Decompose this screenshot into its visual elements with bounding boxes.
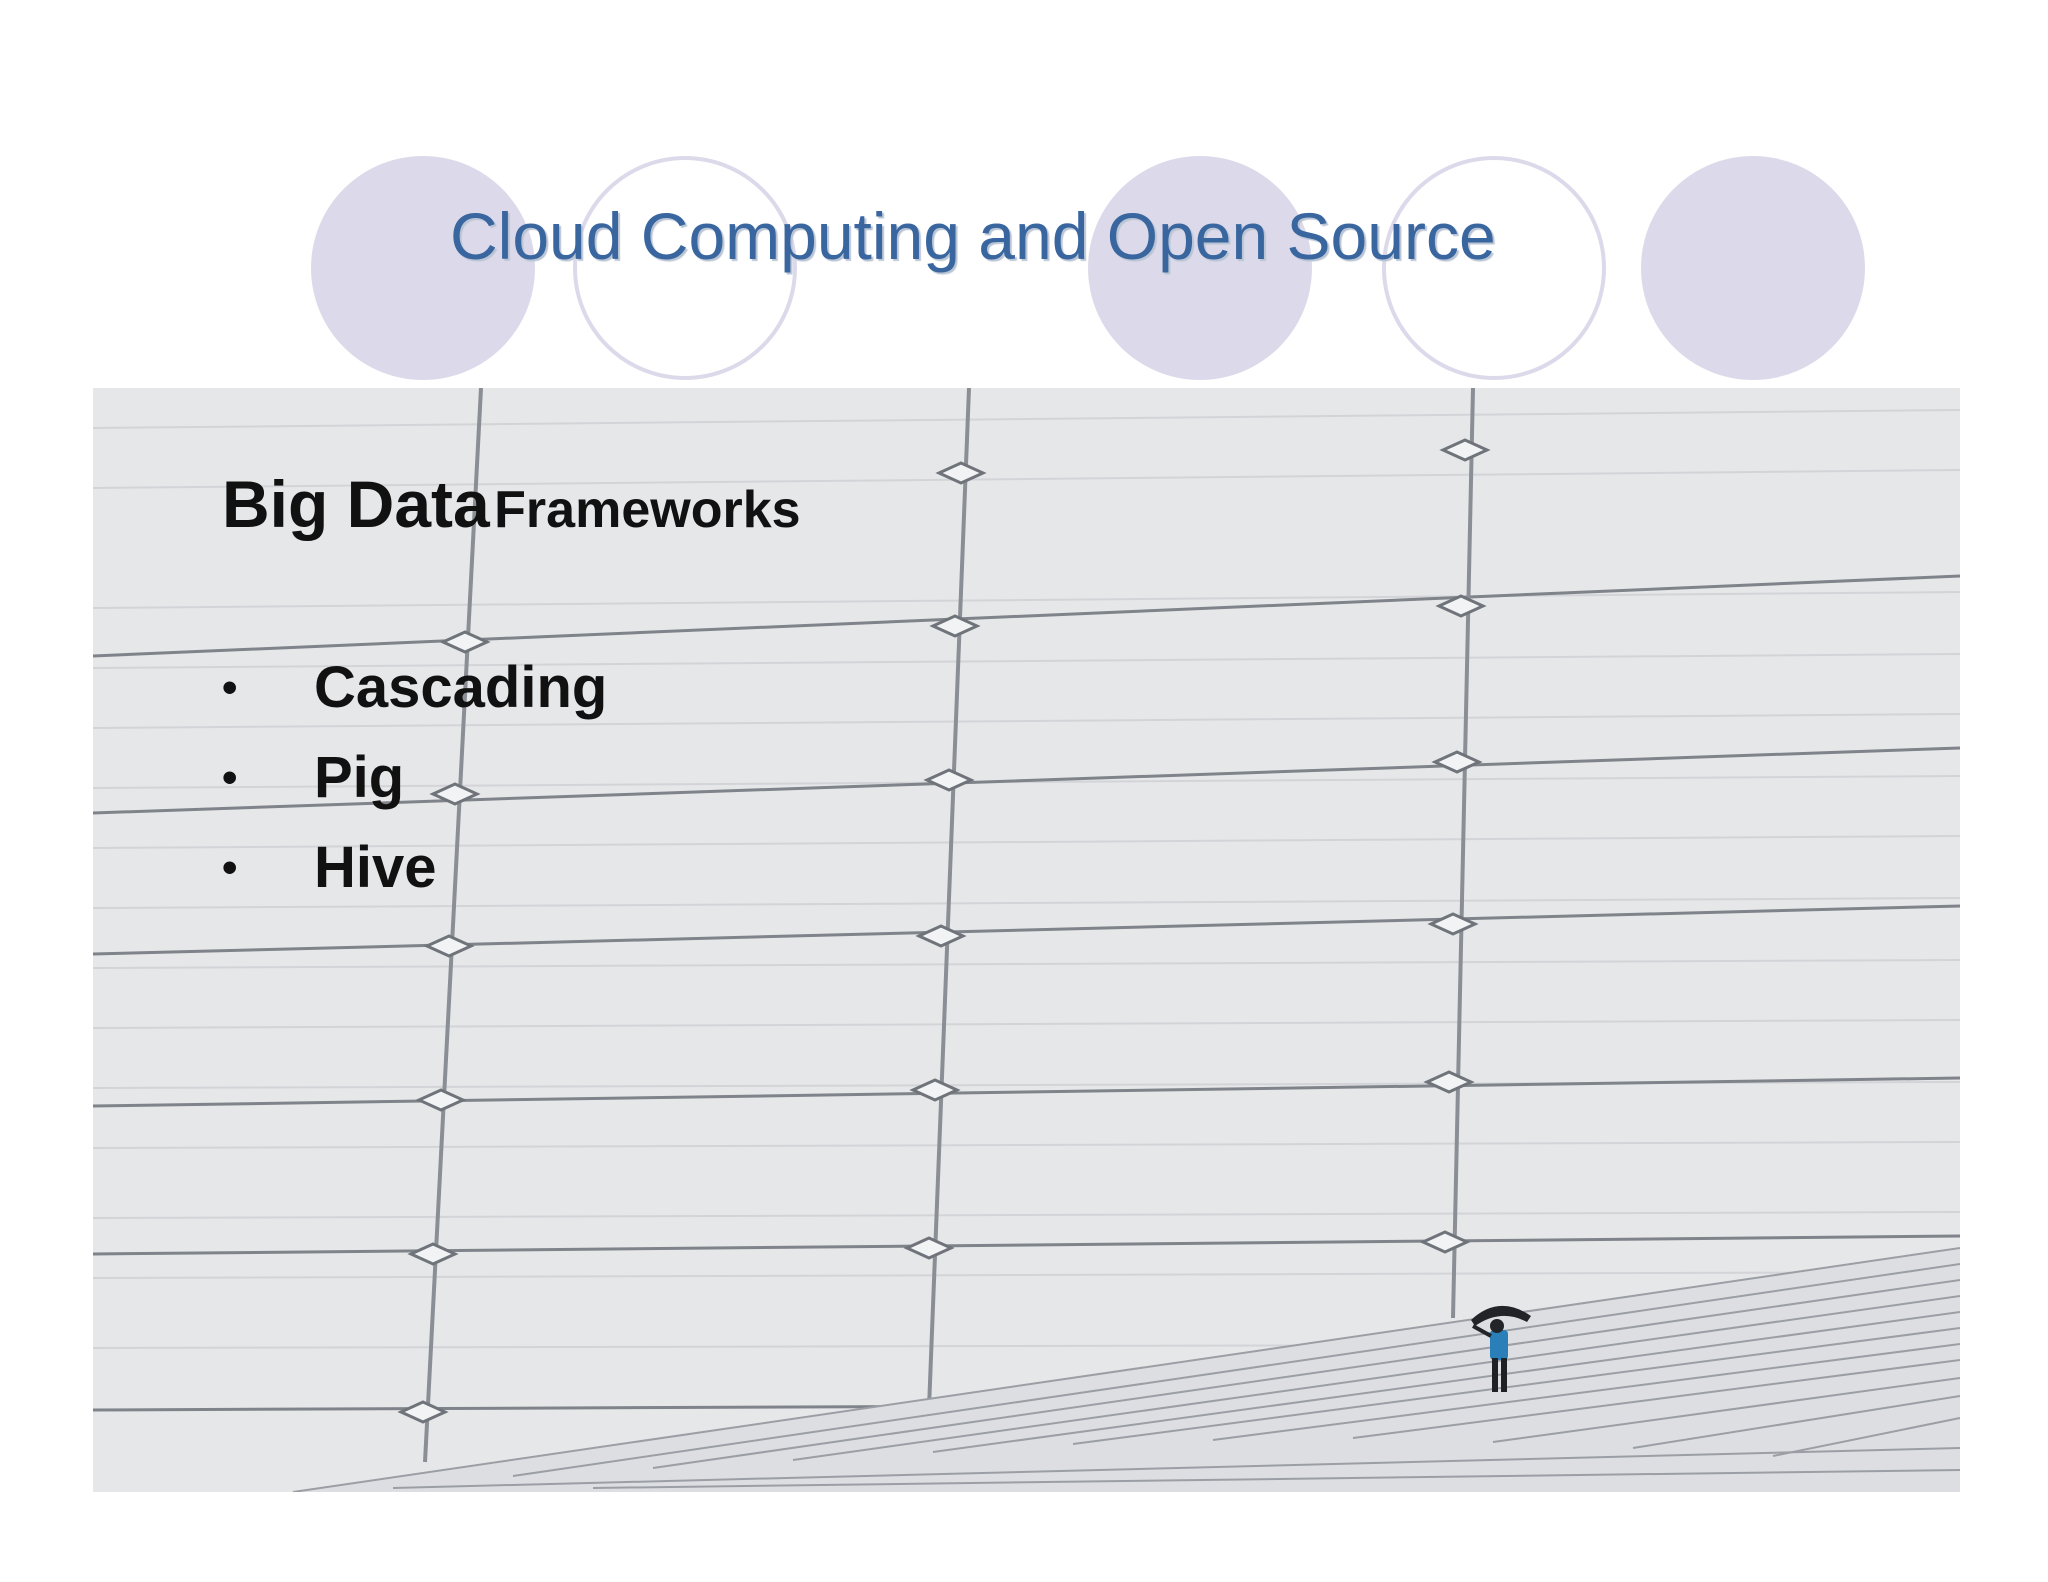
decorative-circle-2	[1088, 156, 1312, 380]
decorative-ring-2	[1382, 156, 1606, 380]
section-heading: Big Data Frameworks	[222, 466, 801, 542]
building-facade-image	[93, 388, 1960, 1492]
background-photo	[93, 388, 1960, 1492]
decorative-circle-3	[1641, 156, 1865, 380]
list-item-label: Hive	[314, 835, 437, 900]
decorative-circle-1	[311, 156, 535, 380]
list-item-label: Pig	[314, 745, 405, 810]
bullet-marker: •	[222, 663, 238, 712]
slide-title: Cloud Computing and Open Source	[450, 199, 1496, 273]
heading-big-text: Big Data	[222, 467, 490, 541]
bullet-marker: •	[222, 843, 238, 892]
heading-small-text: Frameworks	[494, 481, 801, 539]
decorative-ring-1	[573, 156, 797, 380]
bullet-marker: •	[222, 753, 238, 802]
list-item-label: Cascading	[314, 655, 608, 720]
person-with-umbrella	[1471, 1305, 1531, 1392]
